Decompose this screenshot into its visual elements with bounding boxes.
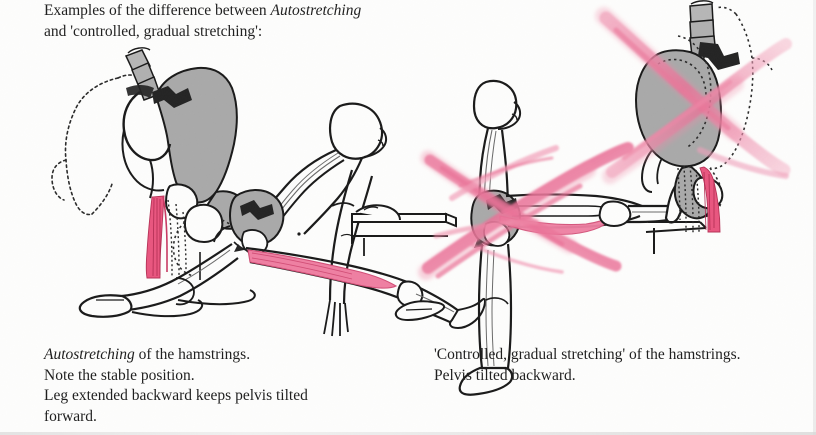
hamstring-dotted-left (167, 199, 187, 278)
scan-edge-bottom (0, 432, 816, 435)
extended-leg-hamstring (245, 246, 486, 330)
caption-right-line-1: 'Controlled, gradual stretching' of the … (434, 346, 741, 363)
intro-text: Examples of the difference between Autos… (44, 0, 464, 42)
lumbar-segments-left (124, 47, 161, 101)
caption-left-line-1: Autostretching of the hamstrings. (44, 345, 414, 366)
caption-left-line-4: forward. (44, 407, 97, 425)
sacroiliac-marker-right (698, 42, 740, 70)
rear-extended-leg (78, 243, 239, 318)
caption-right: 'Controlled, gradual stretching' of the … (434, 345, 804, 386)
intro-line-1-plain: Examples of the difference between (44, 2, 271, 19)
lumbar-segments-right (689, 0, 717, 57)
caption-left-line-2: Note the stable position. (44, 366, 195, 384)
caption-left-term-autostretching: Autostretching (44, 346, 135, 363)
slash-marks-soft-halo (418, 150, 596, 280)
hamstring-muscle-left (145, 195, 168, 279)
intro-term-autostretching: Autostretching (270, 2, 362, 19)
scan-edge-right (813, 0, 816, 435)
caption-left: Autostretching of the hamstrings. Note t… (44, 345, 414, 427)
intro-line-1: Examples of the difference between Autos… (44, 0, 464, 21)
hamstring-muscle-right (699, 166, 721, 233)
caption-left-line-1-rest: of the hamstrings. (134, 346, 251, 363)
caption-right-line-2: Pelvis tilted backward. (434, 366, 576, 384)
pelvis-posterior-tilt-diagram (595, 0, 792, 234)
support-bench (331, 202, 457, 256)
incorrect-pelvis-slash-marks (599, 11, 792, 179)
autostretching-seated-figure (78, 102, 486, 337)
pelvis-slash-halo (595, 7, 744, 184)
incorrect-technique-slash-marks (422, 142, 634, 279)
caption-left-line-3: Leg extended backward keeps pelvis tilte… (44, 387, 308, 404)
sacroiliac-marker-left (126, 85, 192, 108)
hip-skeleton-left-figure (213, 189, 285, 255)
raised-leg-hamstring (499, 176, 690, 235)
hand-left-figure (323, 299, 349, 337)
hip-skeleton-right-figure (470, 189, 521, 248)
intro-line-2: and 'controlled, gradual stretching': (44, 23, 263, 40)
hamstring-dotted-right (677, 165, 700, 234)
support-bar-right (645, 221, 707, 254)
pelvis-anterior-tilt-diagram (51, 47, 248, 280)
